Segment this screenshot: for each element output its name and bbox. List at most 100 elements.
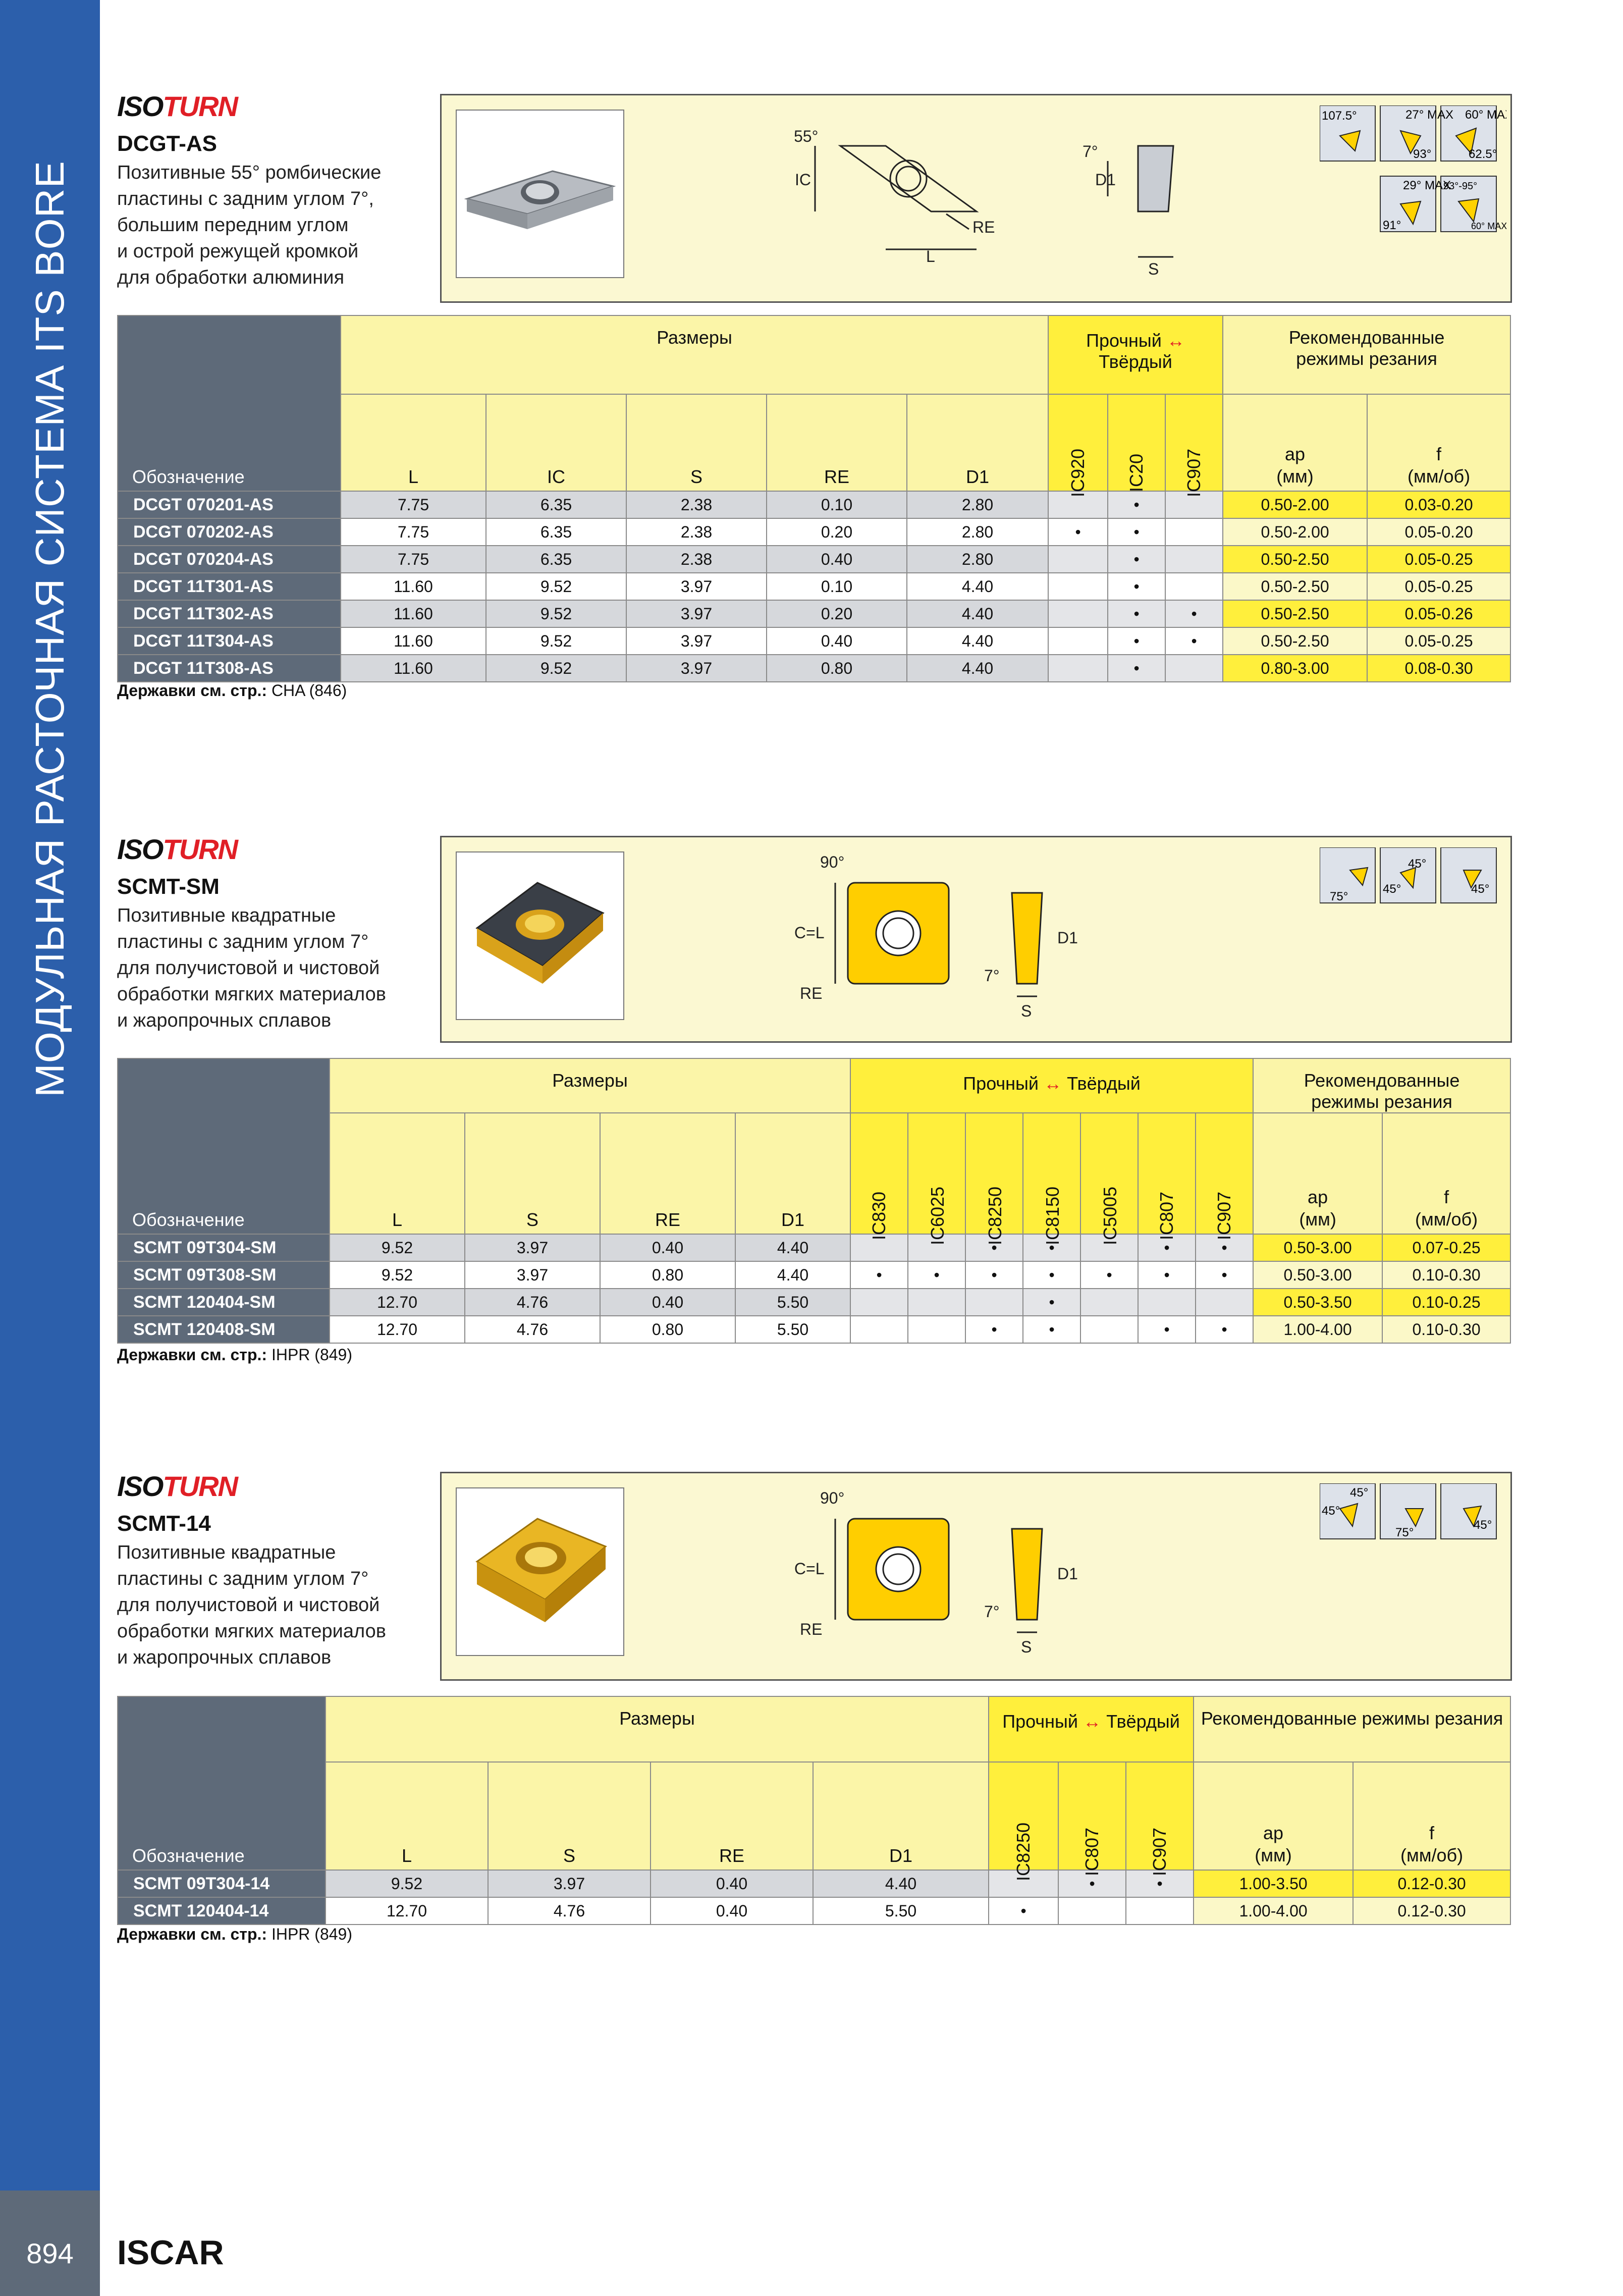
insert-photo — [456, 851, 624, 1020]
svg-text:91°: 91° — [1383, 219, 1401, 232]
scmt-sm-table: Обозначение Размеры Прочный ↔ Твёрдый Ре… — [117, 1058, 1511, 1344]
cutting-conditions-header: Рекомендованные режимы резания — [1193, 1696, 1511, 1763]
insert-photo — [456, 1487, 624, 1656]
page-number: 894 — [26, 2237, 74, 2269]
d1-label: D1 — [1057, 929, 1078, 947]
product-code: SCMT-SM — [117, 874, 220, 899]
dim-header: D1 — [906, 394, 1049, 492]
product-code: SCMT-14 — [117, 1511, 211, 1536]
angle-label: 90° — [820, 853, 844, 871]
dimensions-header: Размеры — [340, 315, 1049, 395]
grade-header: IC807 — [1058, 1761, 1127, 1876]
insert-drawing: 55° IC RE L 7° D1 S — [795, 127, 1174, 278]
application-icons: 45° 45° 75° 45° — [1320, 1483, 1497, 1539]
clearance-label: 7° — [1083, 142, 1098, 161]
ap-header: ap(мм) — [1193, 1761, 1354, 1871]
grade-scale-header: Прочный ↔ Твёрдый — [1048, 315, 1224, 395]
product-panel: 90° IC=L RE 7° D1 S 45° 45° 75° 45° — [440, 1472, 1512, 1681]
page-number-box — [0, 2191, 100, 2296]
grade-header: IC807 — [1138, 1112, 1197, 1240]
svg-text:107.5°: 107.5° — [1322, 109, 1357, 123]
application-icons: 75° 45° 45° 45° — [1320, 847, 1497, 903]
grade-header: IC6025 — [907, 1112, 966, 1245]
angle-label: 90° — [820, 1489, 844, 1507]
grade-scale-header: Прочный ↔ Твёрдый — [988, 1696, 1195, 1763]
application-icons: 107.5° 27° MAX 60° MAX 93° 62.5° 29° MAX… — [1320, 105, 1506, 232]
isoturn-logo: ISOTURN — [117, 90, 238, 122]
svg-text:93°: 93° — [1413, 147, 1431, 161]
dim-header: D1 — [734, 1112, 851, 1235]
svg-text:75°: 75° — [1395, 1526, 1414, 1539]
dim-header: S — [488, 1761, 651, 1871]
dimensions-header: Размеры — [329, 1058, 851, 1113]
d1-label: D1 — [1057, 1565, 1078, 1583]
svg-text:93°-95°: 93°-95° — [1443, 181, 1477, 192]
dim-header: RE — [766, 394, 907, 492]
product-panel: 90° IC=L RE 7° D1 S 75° 45° 45° 45° — [440, 836, 1512, 1043]
dim-header: RE — [650, 1761, 814, 1871]
ap-header: ap(мм) — [1222, 394, 1368, 492]
d1-label: D1 — [1095, 171, 1116, 189]
svg-text:62.5°: 62.5° — [1469, 147, 1497, 161]
holders-reference: Державки см. стр.: CHA (846) — [117, 681, 347, 700]
f-header: f(мм/об) — [1352, 1761, 1511, 1871]
grade-header: IC8250 — [988, 1761, 1059, 1881]
insert-drawing: 90° IC=L RE 7° D1 S — [795, 853, 1078, 1020]
grade-header: IC20 — [1107, 394, 1166, 492]
ic-label: IC — [795, 171, 811, 189]
isoturn-logo: ISOTURN — [117, 833, 238, 865]
dim-header: D1 — [812, 1761, 990, 1871]
grade-header: IC907 — [1165, 394, 1224, 497]
dimensions-header: Размеры — [324, 1696, 990, 1763]
grade-header: IC8250 — [965, 1112, 1024, 1245]
designation-header: Обозначение — [117, 315, 341, 492]
re-label: RE — [800, 1620, 822, 1638]
holders-reference: Державки см. стр.: IHPR (849) — [117, 1346, 352, 1364]
svg-text:45°: 45° — [1471, 882, 1489, 896]
re-label: RE — [972, 218, 995, 236]
holders-reference: Державки см. стр.: IHPR (849) — [117, 1925, 352, 1943]
svg-text:27° MAX: 27° MAX — [1405, 108, 1453, 122]
svg-text:45°: 45° — [1474, 1518, 1492, 1532]
re-label: RE — [800, 984, 822, 1002]
grade-header: IC907 — [1195, 1112, 1254, 1240]
s-label: S — [1148, 260, 1159, 278]
svg-text:60° MAX: 60° MAX — [1465, 108, 1506, 122]
angle-label: 55° — [795, 127, 818, 145]
clearance-label: 7° — [984, 1603, 1000, 1621]
dim-header: L — [340, 394, 486, 492]
insert-drawing: 90° IC=L RE 7° D1 S — [795, 1489, 1078, 1656]
svg-text:45°: 45° — [1322, 1504, 1340, 1518]
dim-header: L — [329, 1112, 465, 1235]
svg-text:45°: 45° — [1408, 857, 1426, 871]
ic-label: IC=L — [795, 924, 824, 942]
dim-header: L — [325, 1761, 489, 1871]
ic-label: IC=L — [795, 1560, 824, 1578]
grade-header: IC8150 — [1022, 1112, 1081, 1245]
f-header: f(мм/об) — [1382, 1112, 1511, 1235]
grade-header: IC830 — [850, 1112, 909, 1240]
svg-text:45°: 45° — [1350, 1486, 1368, 1500]
s-label: S — [1021, 1002, 1032, 1020]
l-label: L — [926, 247, 935, 265]
ap-header: ap(мм) — [1253, 1112, 1383, 1235]
dim-header: S — [626, 394, 767, 492]
isoturn-logo: ISOTURN — [117, 1470, 238, 1502]
